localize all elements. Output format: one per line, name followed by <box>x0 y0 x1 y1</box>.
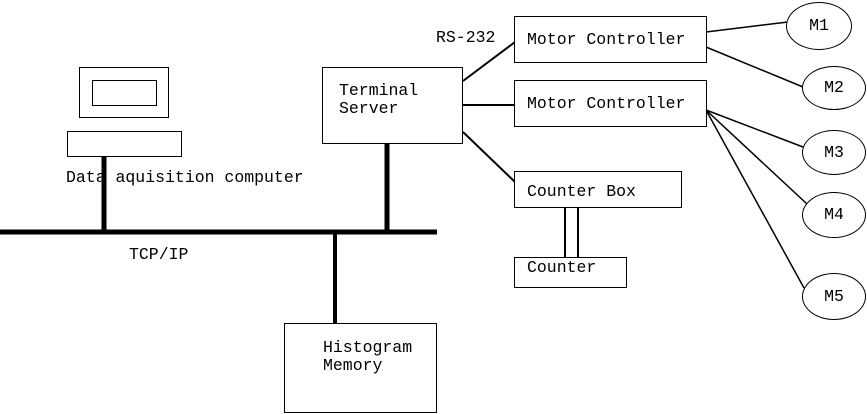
motor-m5: M5 <box>802 273 866 320</box>
motor-line-m3 <box>705 109 804 148</box>
serial-link-counter-box-line <box>462 131 516 183</box>
serial-link-motor-controller-1-line <box>462 41 516 82</box>
motor-line-m1 <box>705 21 789 33</box>
motor-line-m4 <box>705 109 808 205</box>
motor-m2: M2 <box>802 66 866 110</box>
motor-m4: M4 <box>802 192 866 238</box>
tcp-ip-bus-label: TCP/IP <box>129 245 189 264</box>
motor-m1: M1 <box>786 2 852 50</box>
node-motor-controller-1: Motor Controller <box>514 16 707 63</box>
computer-screen-icon <box>92 80 157 106</box>
node-terminal-server: Terminal Server <box>322 67 463 144</box>
node-motor-controller-2: Motor Controller <box>514 80 707 127</box>
data-acquisition-computer-label: Data aquisition computer <box>66 168 304 187</box>
node-counter-box: Counter Box <box>514 171 682 208</box>
computer-keyboard-icon <box>67 131 182 157</box>
motor-m3: M3 <box>802 130 866 175</box>
motor-line-m5 <box>705 109 805 289</box>
node-counter: Counter <box>514 257 627 288</box>
node-histogram-memory: Histogram Memory <box>284 323 437 413</box>
rs-232-label: RS-232 <box>436 28 496 47</box>
motor-line-m2 <box>705 46 804 88</box>
